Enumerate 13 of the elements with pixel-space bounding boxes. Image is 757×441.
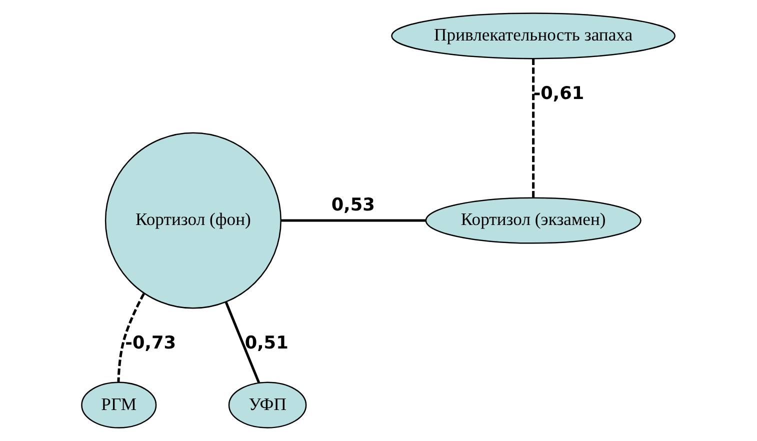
- edge-label: -0,73: [125, 334, 176, 354]
- node-ellipse: Кортизол (экзамен): [425, 197, 642, 244]
- node-ellipse: УФП: [228, 382, 307, 428]
- connector: [532, 58, 535, 198]
- node-ellipse: Привлекательность запаха: [391, 12, 676, 60]
- edge-label: 0,51: [244, 334, 288, 354]
- connector: [117, 293, 145, 382]
- node-ellipse: РГМ: [81, 382, 157, 428]
- connector: [281, 219, 426, 222]
- connector: [224, 302, 260, 384]
- node-circle: Кортизол (фон): [104, 132, 282, 309]
- edge-label: 0,53: [331, 196, 375, 216]
- edge-label: -0,61: [533, 84, 584, 104]
